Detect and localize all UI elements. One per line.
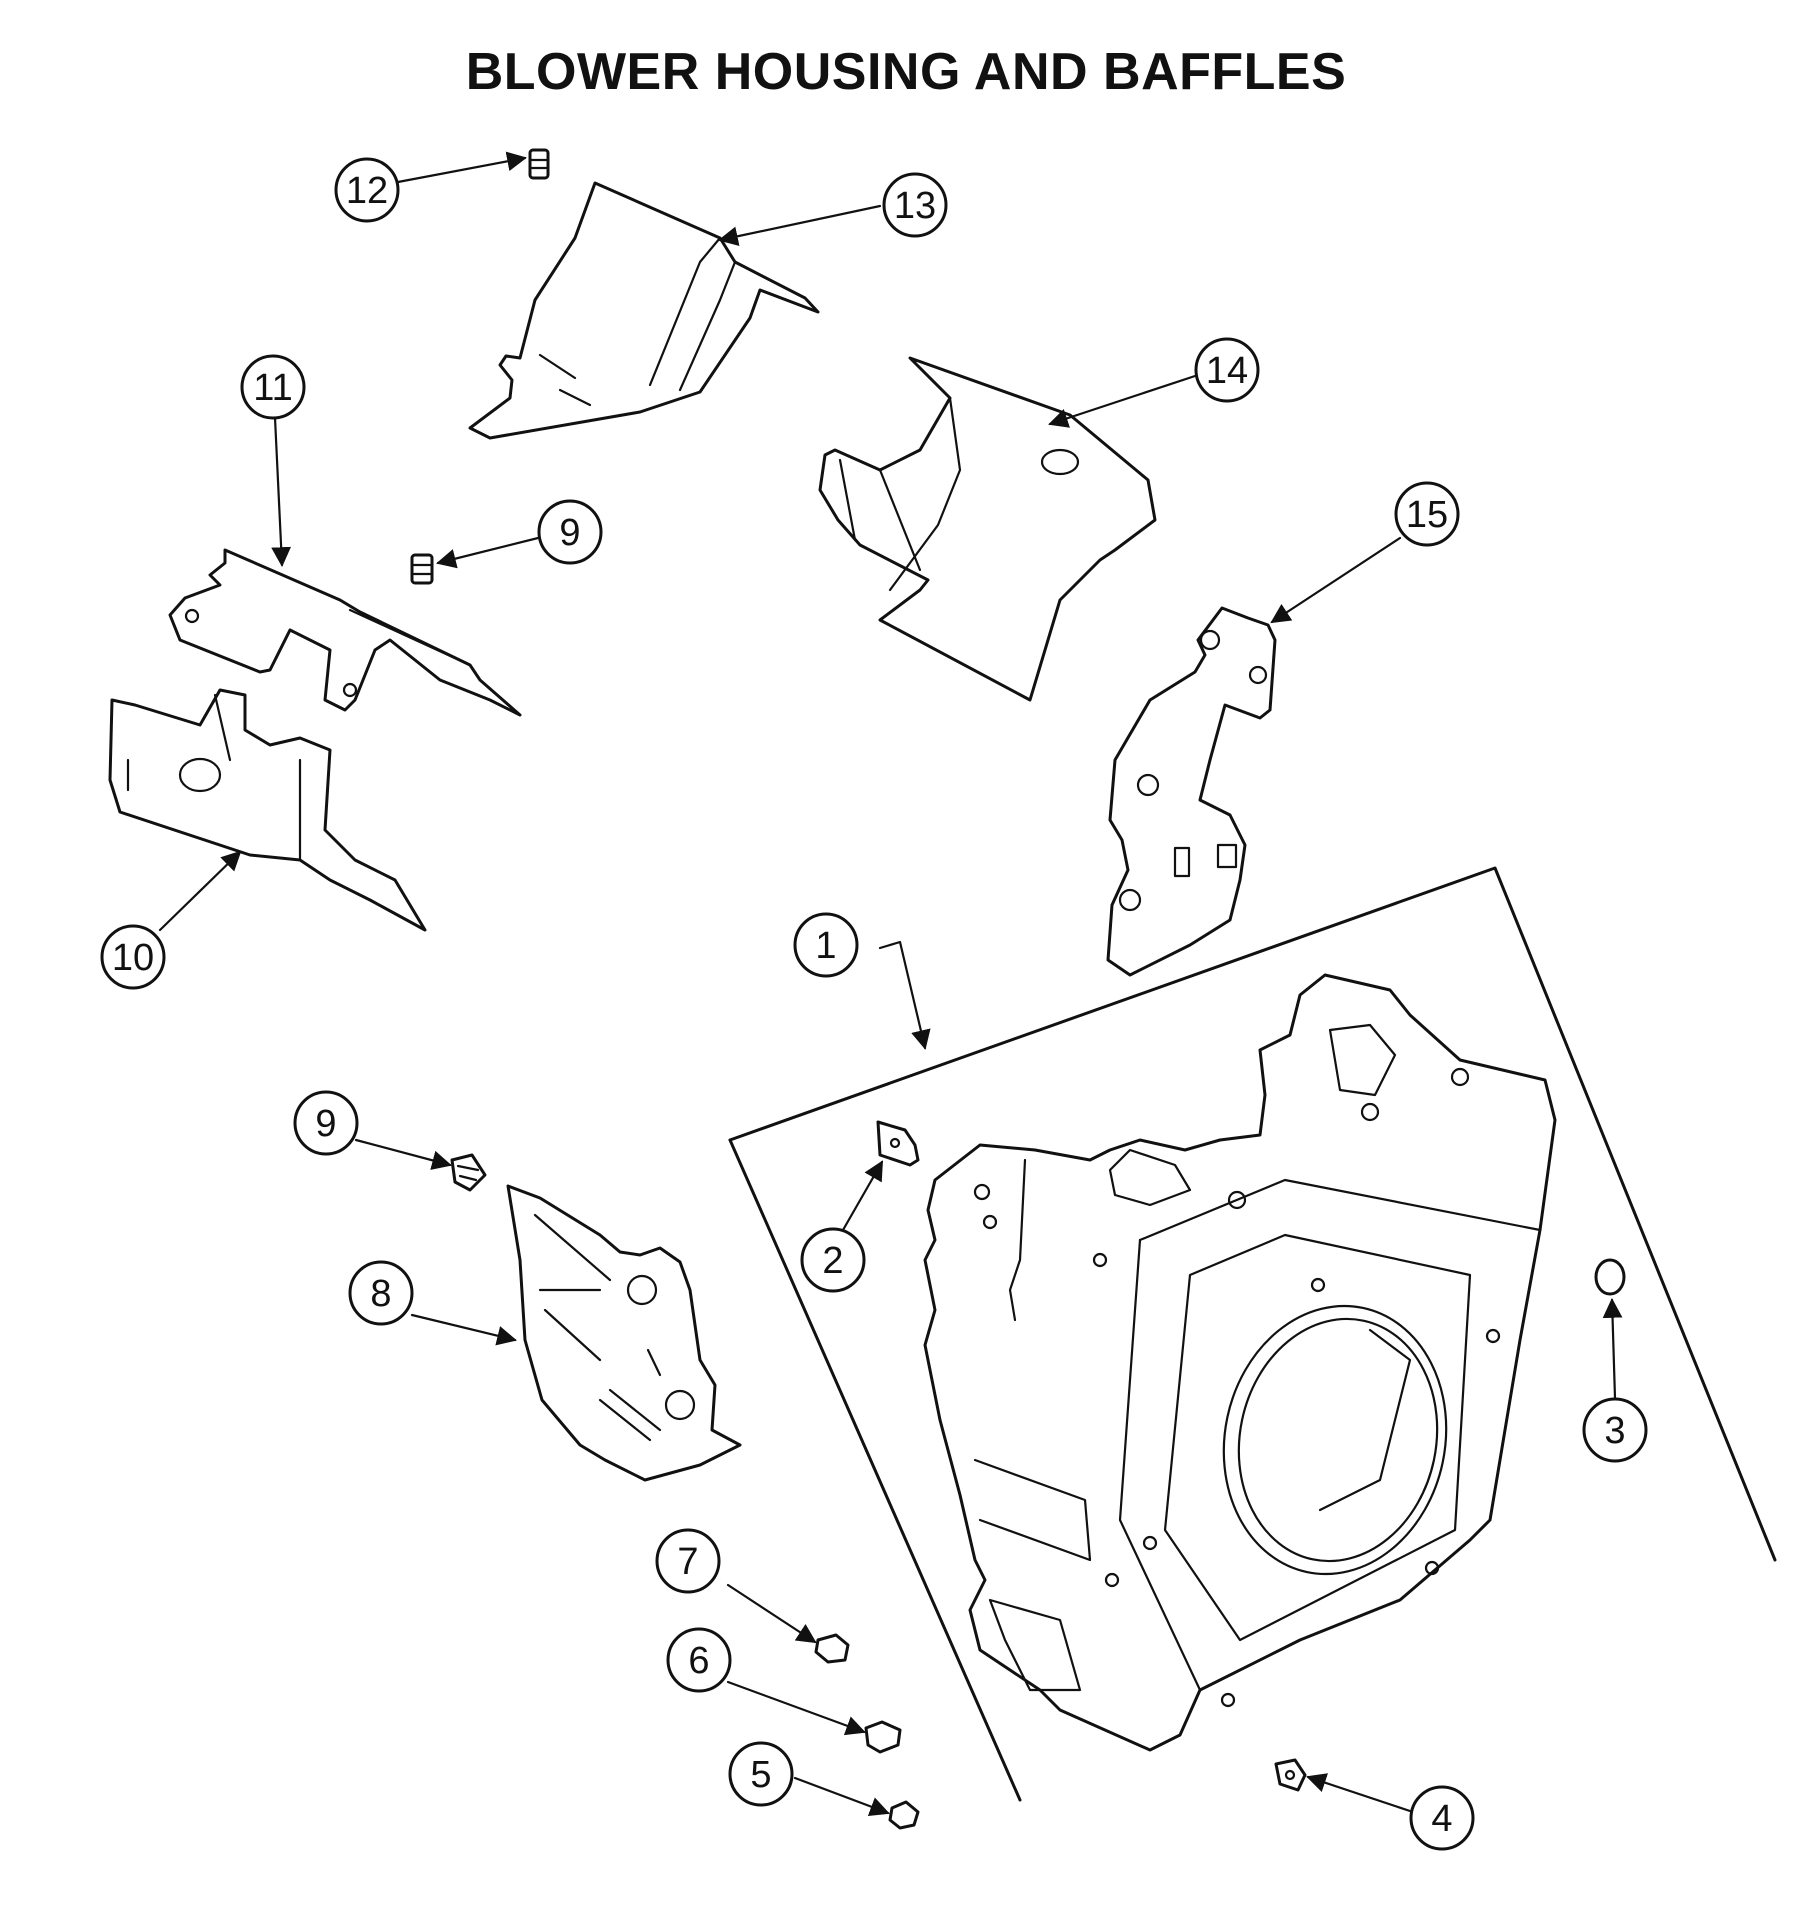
part-15-bracket — [1106, 606, 1277, 977]
leader-14 — [1048, 374, 1197, 428]
callout-3: 3 — [1582, 1397, 1648, 1463]
part-12-screw — [528, 148, 550, 180]
callout-1-label: 1 — [815, 925, 836, 967]
leader-3 — [1602, 1298, 1623, 1400]
callout-2-label: 2 — [822, 1240, 843, 1282]
callout-8-label: 8 — [370, 1273, 391, 1315]
leader-lines — [158, 151, 1623, 1816]
part-6-screw — [864, 1720, 902, 1754]
callout-6: 6 — [666, 1627, 732, 1693]
part-7-fitting — [814, 1633, 850, 1664]
leader-12 — [396, 151, 527, 184]
callout-9-upper-label: 9 — [559, 512, 580, 554]
callout-1: 1 — [793, 912, 859, 978]
callout-5: 5 — [728, 1741, 794, 1807]
callout-12-label: 12 — [346, 170, 388, 212]
leader-8 — [410, 1313, 517, 1346]
leader-1 — [878, 940, 931, 1050]
part-2-clip-nut — [876, 1120, 920, 1167]
callout-4-label: 4 — [1431, 1798, 1452, 1840]
callout-9-lower-label: 9 — [315, 1103, 336, 1145]
callout-10-label: 10 — [112, 937, 154, 979]
callout-7: 7 — [655, 1528, 721, 1594]
callout-6-label: 6 — [688, 1640, 709, 1682]
part-13-upper-baffle — [468, 181, 820, 440]
part-9-screw-upper — [410, 553, 434, 585]
leader-9-lower — [354, 1138, 452, 1170]
callout-7-label: 7 — [677, 1541, 698, 1583]
leader-13 — [718, 204, 882, 246]
callout-9-lower: 9 — [293, 1090, 359, 1156]
callout-11: 11 — [240, 354, 306, 420]
callout-11-label: 11 — [253, 367, 292, 409]
callout-5-label: 5 — [750, 1754, 771, 1796]
part-5-screw — [888, 1800, 920, 1830]
part-4-clip-nut — [1274, 1758, 1307, 1792]
callout-13-label: 13 — [894, 185, 936, 227]
callout-10: 10 — [100, 924, 166, 990]
callout-15-label: 15 — [1406, 494, 1448, 536]
callout-13: 13 — [882, 172, 948, 238]
part-11-baffle — [168, 548, 522, 717]
callout-2: 2 — [800, 1227, 866, 1293]
callout-15: 15 — [1394, 481, 1460, 547]
leader-2 — [841, 1160, 884, 1232]
callout-14: 14 — [1194, 337, 1260, 403]
diagram-title: BLOWER HOUSING AND BAFFLES — [465, 43, 1347, 101]
part-9-screw-lower — [450, 1153, 487, 1192]
callout-14-label: 14 — [1206, 350, 1248, 392]
part-3-plug — [1594, 1258, 1626, 1296]
part-10-baffle — [108, 688, 427, 932]
callout-8: 8 — [348, 1260, 414, 1326]
leader-7 — [726, 1583, 817, 1644]
leader-15 — [1270, 536, 1402, 624]
callout-12: 12 — [334, 157, 400, 223]
callout-3-label: 3 — [1604, 1410, 1625, 1452]
leader-11 — [271, 416, 292, 567]
part-8-baffle — [506, 1184, 742, 1482]
part-14-baffle — [818, 356, 1157, 702]
part-1-blower-housing — [728, 866, 1777, 1802]
leader-10 — [158, 850, 242, 932]
leader-4 — [1306, 1773, 1415, 1814]
leader-6 — [726, 1680, 866, 1736]
leader-9-upper — [436, 536, 540, 569]
leader-5 — [793, 1776, 890, 1816]
callout-4: 4 — [1409, 1785, 1475, 1851]
callout-9-upper: 9 — [537, 499, 603, 565]
